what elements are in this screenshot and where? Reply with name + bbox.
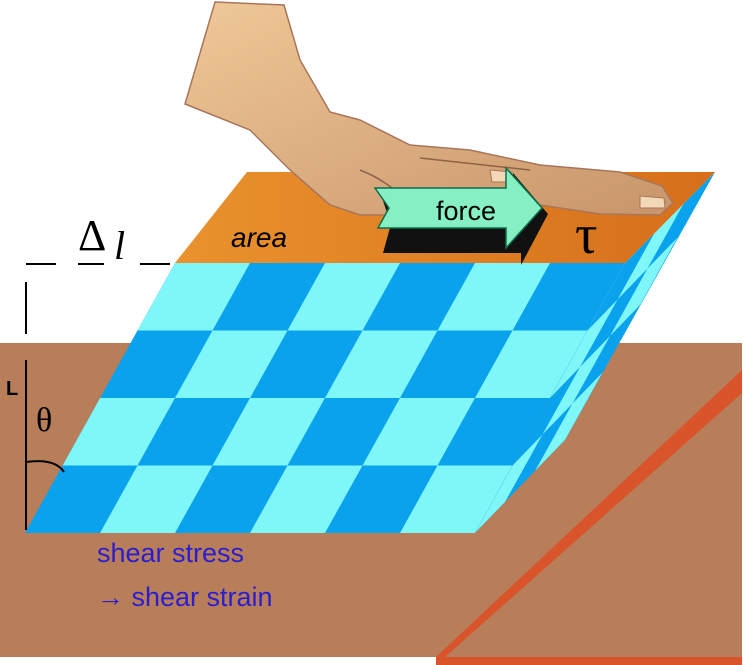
force-label: force xyxy=(436,196,497,226)
tau-symbol: τ xyxy=(575,204,598,266)
checker-tile xyxy=(287,263,400,331)
caption-shear-strain: → shear strain xyxy=(97,582,273,612)
checker-tile-side xyxy=(550,299,618,398)
length-label: L xyxy=(6,378,19,400)
checker-tile xyxy=(137,263,250,331)
delta-symbol: Δ xyxy=(78,211,107,260)
checker-tile xyxy=(100,465,213,533)
checker-tile-side xyxy=(617,201,685,300)
checker-tile-side xyxy=(475,434,543,533)
displacement-dimension xyxy=(25,263,170,530)
checker-tile-side xyxy=(542,336,610,435)
checker-tile-side xyxy=(535,372,603,471)
checker-tile xyxy=(175,330,288,398)
checker-tile xyxy=(62,398,175,466)
checker-tile xyxy=(212,398,325,466)
delta-variable: l xyxy=(114,223,126,268)
caption-shear-stress: shear stress xyxy=(97,538,245,568)
checker-tile xyxy=(325,330,438,398)
checker-tile xyxy=(437,263,550,331)
area-label: area xyxy=(231,222,288,253)
checker-tile xyxy=(250,465,363,533)
force-arrow xyxy=(373,166,548,265)
checker-tile xyxy=(362,398,475,466)
checker-tile-side xyxy=(610,237,678,336)
theta-angle-arc xyxy=(25,460,65,473)
theta-label: θ xyxy=(36,402,53,439)
